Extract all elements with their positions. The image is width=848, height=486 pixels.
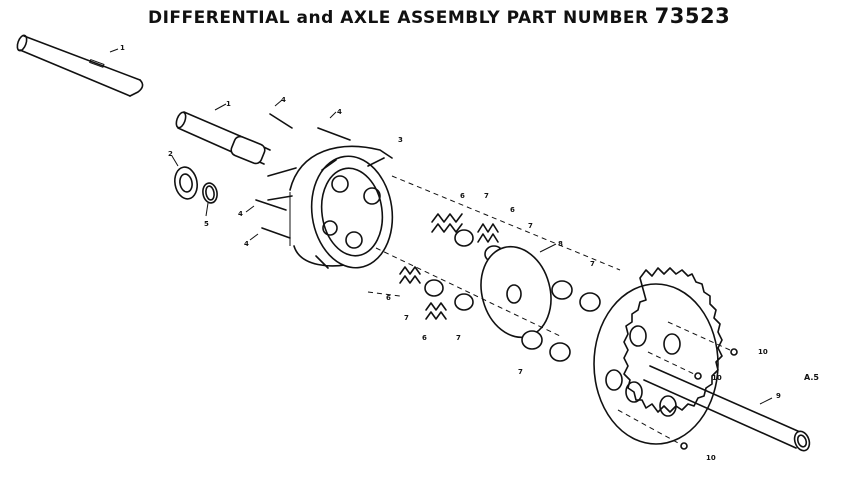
spring-upper-1 xyxy=(431,213,463,233)
pinion-upper-1 xyxy=(454,229,474,247)
differential-case xyxy=(267,145,394,269)
callout-8: 8 xyxy=(558,240,563,248)
pinion-gear-1 xyxy=(551,280,573,300)
bolt-upper-1 xyxy=(269,99,293,129)
callout-7e: 7 xyxy=(590,260,595,268)
title-text: DIFFERENTIAL and AXLE ASSEMBLY PART NUMB… xyxy=(148,8,649,28)
callout-7d: 7 xyxy=(456,334,461,342)
pinion-lower-1 xyxy=(424,279,444,297)
part-number: 73523 xyxy=(654,4,731,28)
axle-shaft-stub xyxy=(175,103,271,165)
spring-lower-2 xyxy=(425,302,447,320)
callout-4d: 4 xyxy=(244,240,249,248)
callout-9: 9 xyxy=(776,392,781,400)
callout-7f: 7 xyxy=(518,368,523,376)
pinion-gear-2 xyxy=(579,292,601,312)
corner-code: A.5 xyxy=(804,373,819,382)
bolt-lower-2 xyxy=(249,227,291,241)
bolt-lower-1 xyxy=(245,199,287,213)
ring-gear xyxy=(593,267,723,445)
callout-6a: 6 xyxy=(460,192,465,200)
callout-3: 3 xyxy=(398,136,403,144)
callout-7a: 7 xyxy=(484,192,489,200)
callout-2: 2 xyxy=(168,150,173,158)
callout-1a: 1 xyxy=(120,44,125,52)
callout-10c: 10 xyxy=(706,454,716,462)
callout-10a: 10 xyxy=(758,348,768,356)
callout-4a: 4 xyxy=(281,96,286,104)
bolt-upper-2 xyxy=(317,111,351,141)
callout-4b: 4 xyxy=(337,108,342,116)
bolt-right-1 xyxy=(667,321,738,356)
axle-shaft-upper xyxy=(16,34,144,97)
washer xyxy=(171,155,198,200)
callout-5: 5 xyxy=(204,220,209,228)
diagram-title: DIFFERENTIAL and AXLE ASSEMBLY PART NUMB… xyxy=(148,4,730,28)
callout-7b: 7 xyxy=(528,222,533,230)
axle-shaft-right xyxy=(643,365,811,452)
callout-1b: 1 xyxy=(226,100,231,108)
callout-6b: 6 xyxy=(510,206,515,214)
callout-10b: 10 xyxy=(712,374,722,382)
pinion-lower-2 xyxy=(454,293,474,311)
spring-upper-2 xyxy=(477,223,499,243)
bolt-right-2 xyxy=(647,351,702,380)
pinion-gear-3 xyxy=(521,330,543,350)
assembly-axis xyxy=(367,175,621,337)
spring-lower-1 xyxy=(399,266,421,284)
callout-7c: 7 xyxy=(404,314,409,322)
callout-6d: 6 xyxy=(422,334,427,342)
callout-4c: 4 xyxy=(238,210,243,218)
snap-ring xyxy=(202,182,218,217)
pinion-gear-4 xyxy=(549,342,571,362)
bolt-right-3 xyxy=(617,409,688,450)
callout-6c: 6 xyxy=(386,294,391,302)
